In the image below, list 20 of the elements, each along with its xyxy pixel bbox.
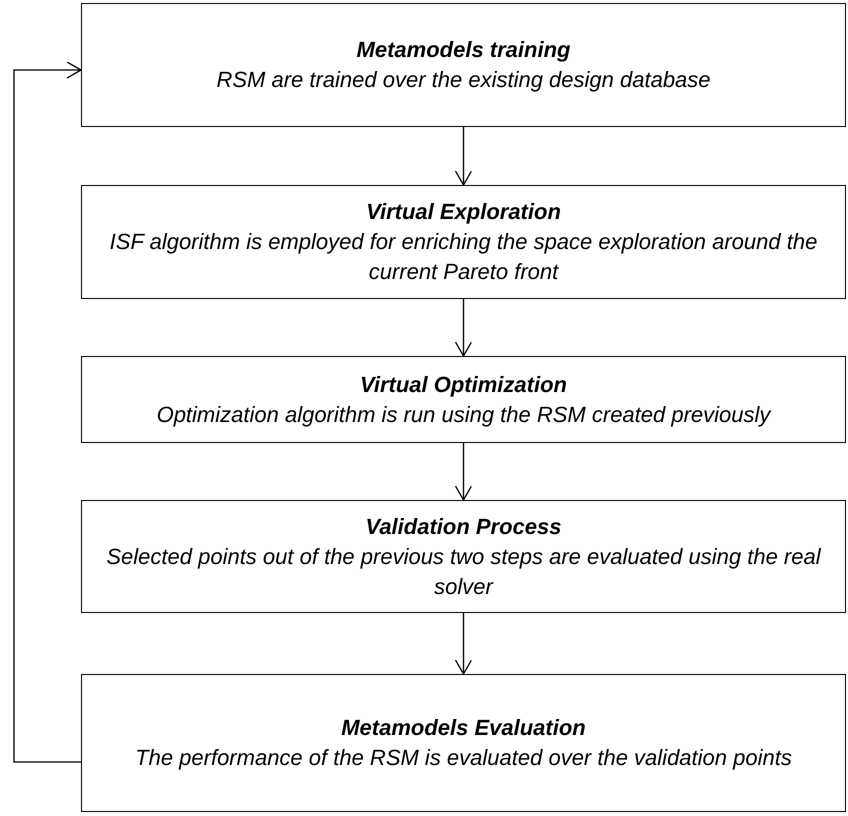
arrow: [454, 127, 472, 186]
step-heading: Metamodels Evaluation: [341, 714, 586, 742]
step-description: Selected points out of the previous two steps are evaluated using the real solver: [105, 542, 822, 600]
step-description: RSM are trained over the existing design database: [216, 66, 711, 94]
arrow: [454, 299, 472, 357]
step-description: ISF algorithm is employed for enriching the space exploration around the current Pareto front: [108, 228, 818, 286]
step-heading: Virtual Optimization: [360, 370, 567, 399]
arrow: [454, 443, 472, 501]
step-description: The performance of the RSM is evaluated over the validation points: [135, 744, 792, 772]
step-heading: Validation Process: [365, 512, 562, 540]
process-box: [81, 500, 846, 613]
process-box: [81, 674, 846, 812]
process-box: [81, 185, 846, 299]
step-description: Optimization algorithm is run using the RSM created previously: [156, 400, 770, 429]
step-heading: Metamodels training: [356, 36, 570, 64]
arrow: [454, 613, 472, 675]
step-heading: Virtual Exploration: [366, 198, 561, 226]
process-box: [81, 356, 846, 443]
arrow: [13, 61, 82, 763]
process-box: [81, 3, 846, 127]
